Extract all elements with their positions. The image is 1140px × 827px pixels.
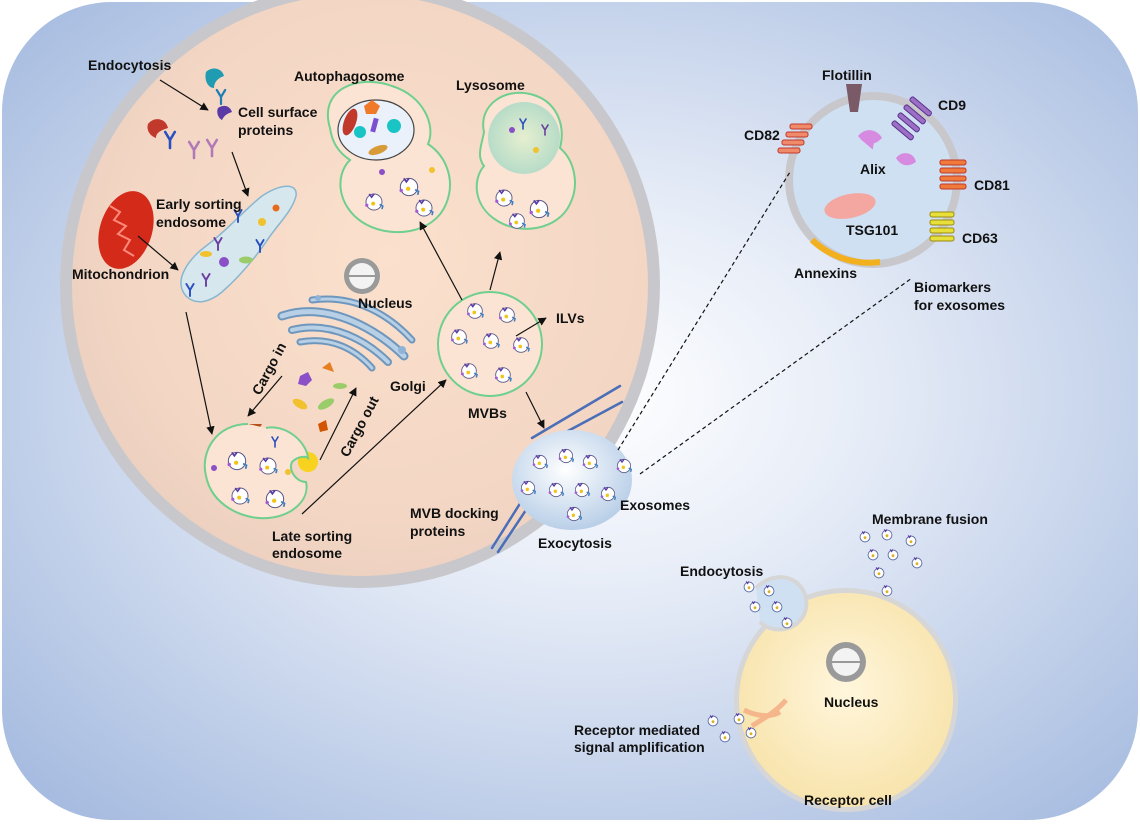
label-cd81: CD81 (974, 177, 1010, 193)
receptor-icon (742, 707, 782, 719)
label-ilvs: ILVs (556, 310, 585, 326)
label-exosomes: Exosomes (620, 497, 690, 513)
golgi-icon (277, 295, 416, 372)
label-cd9: CD9 (938, 97, 966, 113)
label-autophagosome: Autophagosome (294, 68, 405, 84)
label-cd82: CD82 (744, 127, 780, 143)
label-flotillin: Flotillin (822, 67, 872, 83)
cd82-icon (777, 123, 813, 154)
label-cell-surface-2: proteins (238, 122, 293, 138)
autophagosome (327, 80, 451, 234)
lysosome (475, 91, 576, 230)
label-endocytosis-receptor: Endocytosis (680, 563, 763, 579)
label-late-sorting-1: Late sorting (272, 528, 352, 544)
tsg101-icon (824, 193, 876, 219)
label-early-sorting-1: Early sorting (156, 196, 242, 212)
annexin-icon (809, 237, 881, 266)
label-annexins: Annexins (794, 265, 857, 281)
label-cell-surface-1: Cell surface (238, 104, 318, 120)
zoom-line-upper (617, 171, 791, 451)
label-mitochondrion: Mitochondrion (72, 266, 169, 282)
exocytosis-bubble (512, 430, 632, 530)
cd63-icon (929, 211, 955, 242)
receptor-cell (734, 575, 958, 812)
label-late-sorting-2: endosome (272, 545, 342, 561)
cd9-icon (891, 96, 932, 141)
nucleus-main-icon (344, 258, 380, 294)
label-endocytosis-top: Endocytosis (88, 57, 171, 73)
cell-surface-proteins-icon (147, 68, 232, 160)
label-membrane-fusion: Membrane fusion (872, 511, 988, 527)
label-early-sorting-2: endosome (156, 214, 226, 230)
exosome-detail (777, 84, 967, 268)
label-nucleus-receptor: Nucleus (824, 694, 879, 710)
late-sorting-endosome (203, 423, 310, 520)
label-tsg101: TSG101 (846, 222, 898, 238)
label-biomarkers-1: Biomarkers (914, 279, 991, 295)
label-cd63: CD63 (962, 230, 998, 246)
mitochondrion-icon (98, 191, 154, 269)
pathway-arrows (137, 79, 547, 515)
label-receptor-signal-2: signal amplification (574, 739, 705, 755)
label-mvb-docking-1: MVB docking (410, 505, 499, 521)
label-golgi: Golgi (390, 378, 426, 394)
label-biomarkers-2: for exosomes (914, 297, 1005, 313)
label-exocytosis: Exocytosis (538, 535, 612, 551)
flotillin-icon (846, 84, 862, 112)
label-receptor-signal-1: Receptor mediated (574, 722, 700, 738)
label-alix: Alix (860, 161, 886, 177)
label-mvbs: MVBs (468, 405, 507, 421)
mvbs (437, 291, 543, 397)
early-sorting-endosome (180, 185, 297, 303)
label-lysosome: Lysosome (456, 77, 525, 93)
label-mvb-docking-2: proteins (410, 523, 465, 539)
label-receptor-cell: Receptor cell (804, 792, 892, 808)
label-nucleus-main: Nucleus (358, 295, 413, 311)
cd81-icon (939, 159, 967, 190)
